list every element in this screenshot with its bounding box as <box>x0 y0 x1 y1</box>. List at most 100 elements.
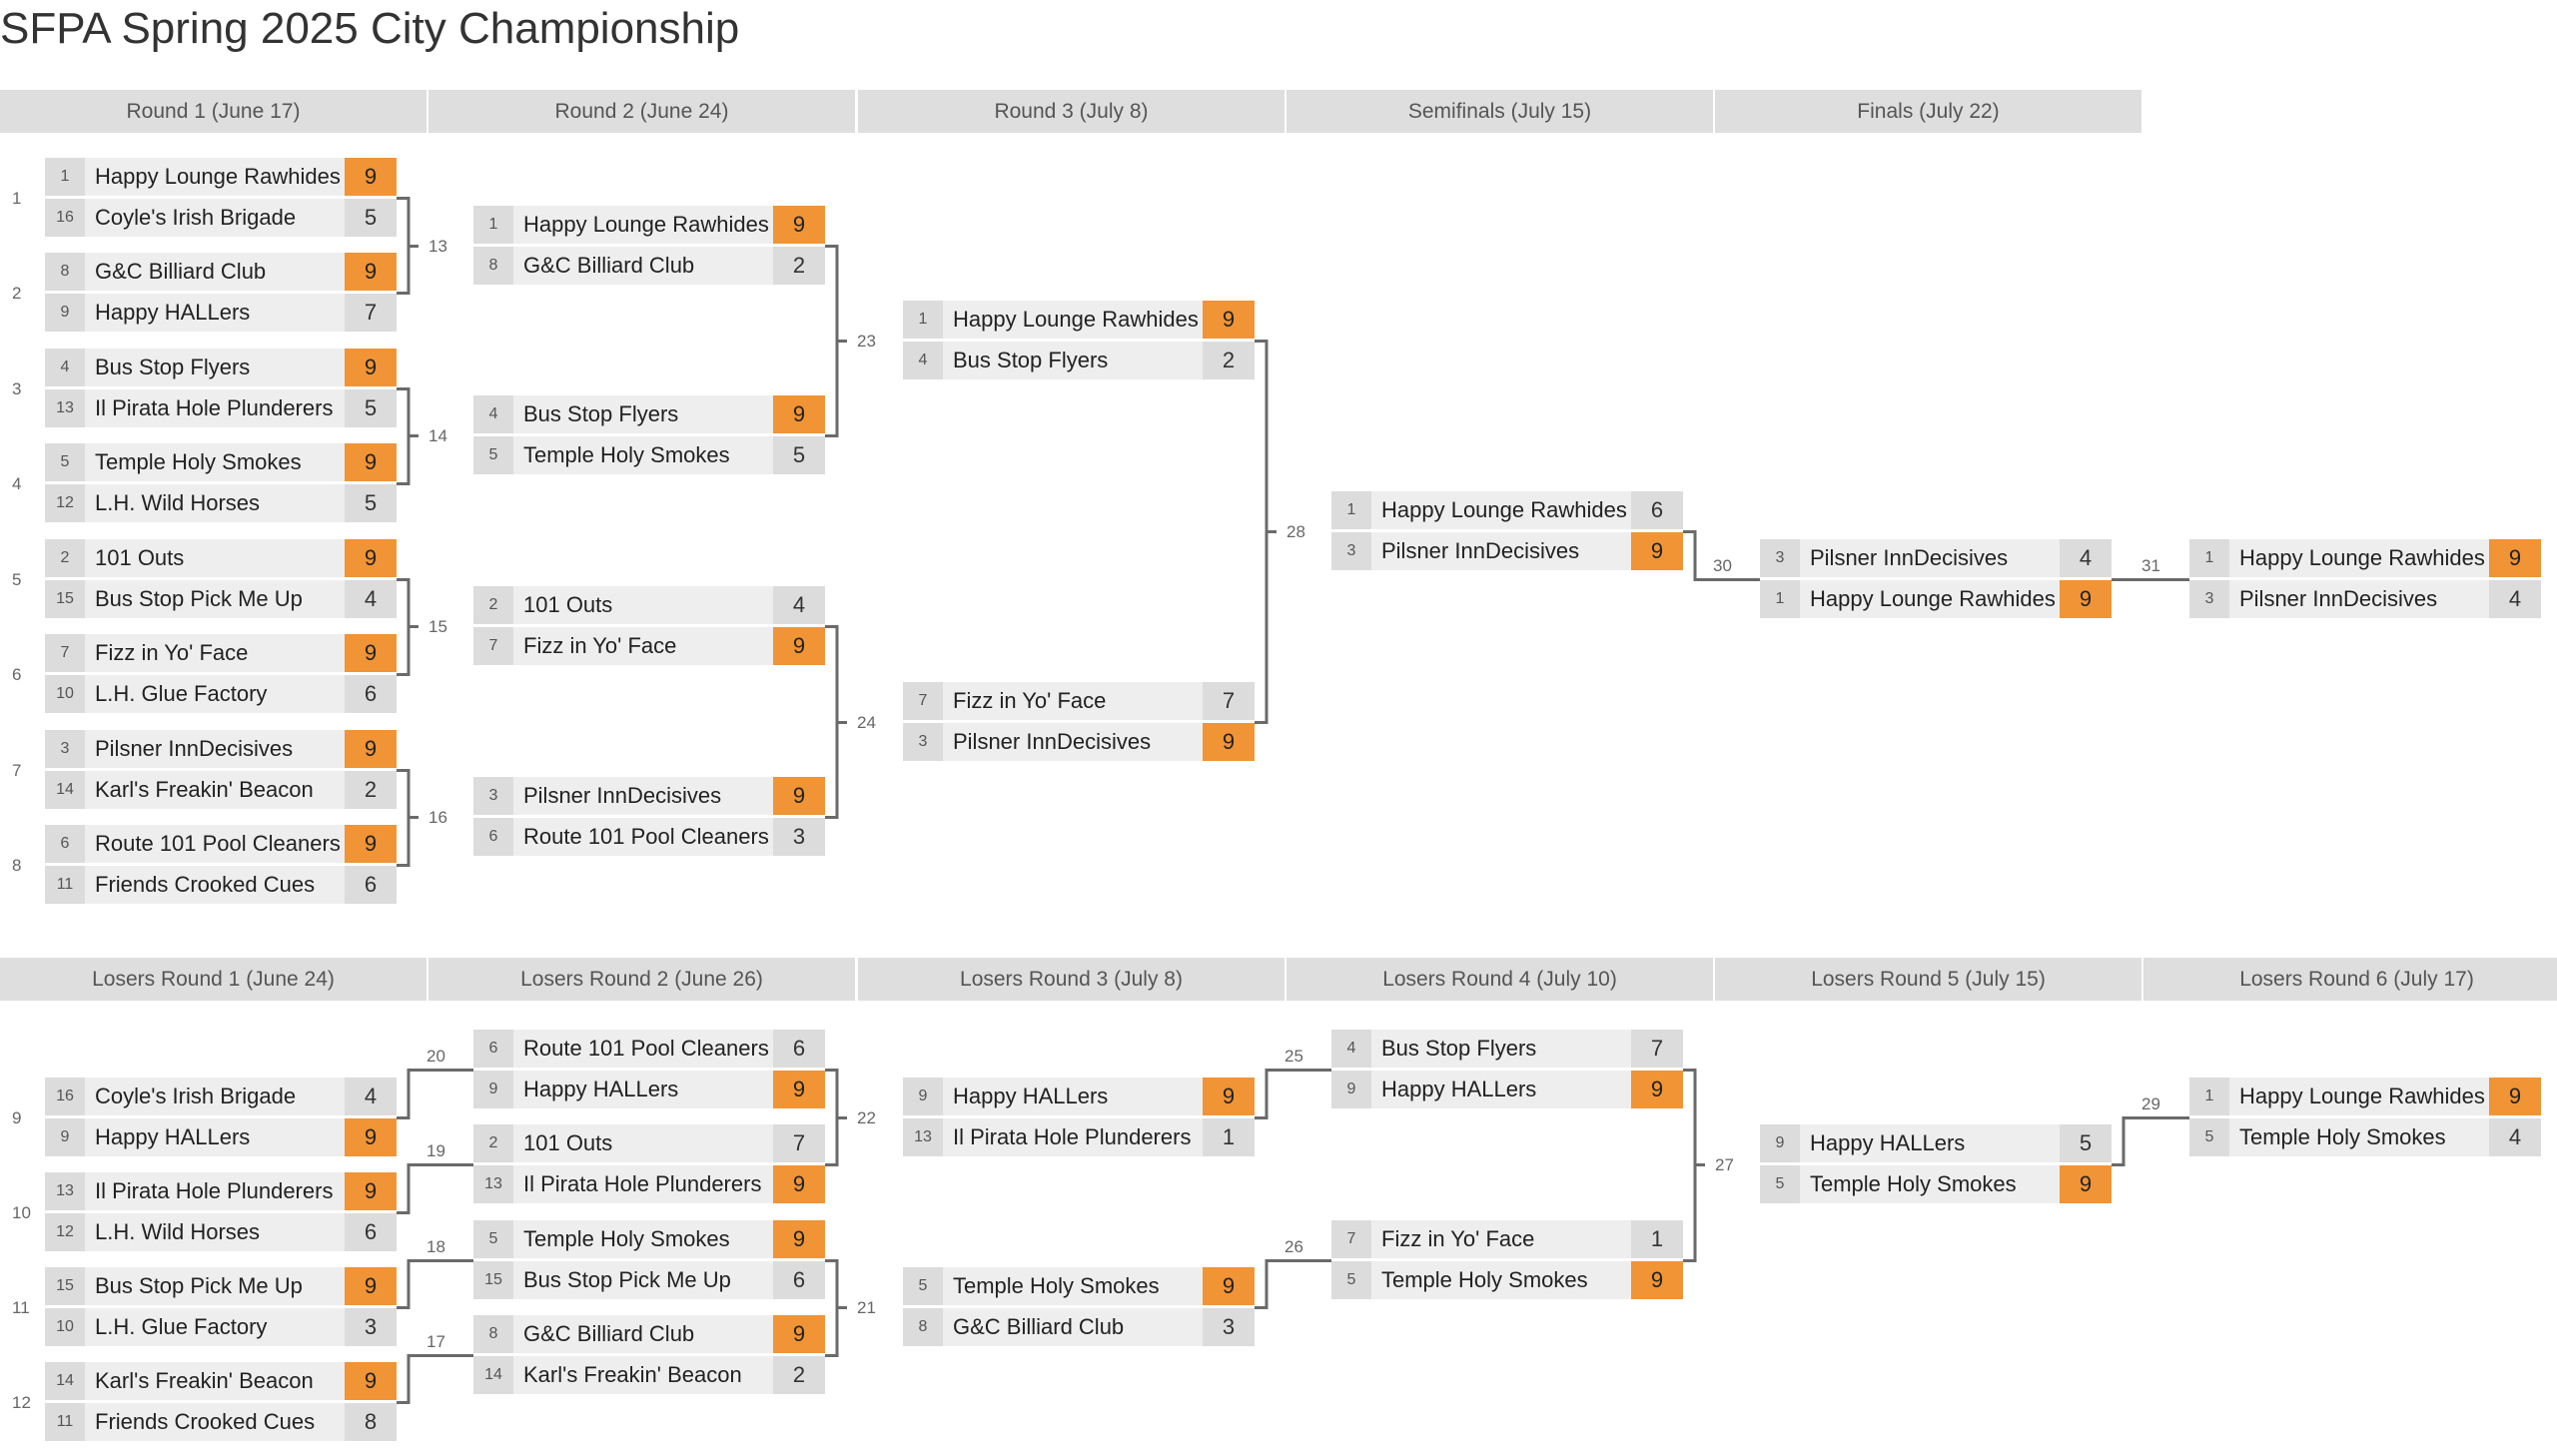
team-seed: 7 <box>45 634 85 672</box>
team-seed: 13 <box>903 1118 943 1156</box>
round-header-round-1-june-17: Round 1 (June 17) <box>0 90 426 133</box>
team-seed: 1 <box>903 301 943 339</box>
match-number-8: 8 <box>12 855 22 875</box>
team-name: Route 101 Pool Cleaners <box>513 818 773 856</box>
team-score: 8 <box>345 1403 397 1441</box>
match-number-6: 6 <box>12 664 22 684</box>
match-number-16: 16 <box>428 807 447 827</box>
team-name: Pilsner InnDecisives <box>513 777 773 815</box>
team-score: 6 <box>773 1261 825 1299</box>
team-seed: 16 <box>45 1078 85 1115</box>
team-score-winner: 9 <box>773 395 825 433</box>
team-seed: 1 <box>1760 580 1800 618</box>
team-score: 3 <box>345 1308 397 1346</box>
team-score-winner: 9 <box>345 825 397 863</box>
team-score-winner: 9 <box>2060 580 2112 618</box>
team-seed: 10 <box>45 1308 85 1346</box>
team-seed: 5 <box>2189 1118 2229 1156</box>
match-number-18: 18 <box>426 1236 445 1256</box>
match-number-14: 14 <box>428 425 447 445</box>
team-name: Il Pirata Hole Plunderers <box>85 389 345 427</box>
connector-to-match-19 <box>397 1163 473 1214</box>
team-name: Temple Holy Smokes <box>513 1220 773 1258</box>
team-score: 4 <box>345 580 397 618</box>
match-number-24: 24 <box>857 712 876 732</box>
team-name: Temple Holy Smokes <box>1800 1165 2060 1203</box>
team-score: 6 <box>345 1213 397 1251</box>
round-header-round-3-july-8: Round 3 (July 8) <box>858 90 1284 133</box>
team-name: Pilsner InnDecisives <box>85 730 345 768</box>
team-name: Bus Stop Pick Me Up <box>513 1261 773 1299</box>
team-name: Happy HALLers <box>85 1118 345 1156</box>
team-name: Karl's Freakin' Beacon <box>85 1362 345 1400</box>
team-seed: 3 <box>1331 532 1371 570</box>
match-number-29: 29 <box>2141 1093 2160 1113</box>
team-name: Bus Stop Flyers <box>1371 1030 1631 1068</box>
team-score: 4 <box>2489 1118 2541 1156</box>
